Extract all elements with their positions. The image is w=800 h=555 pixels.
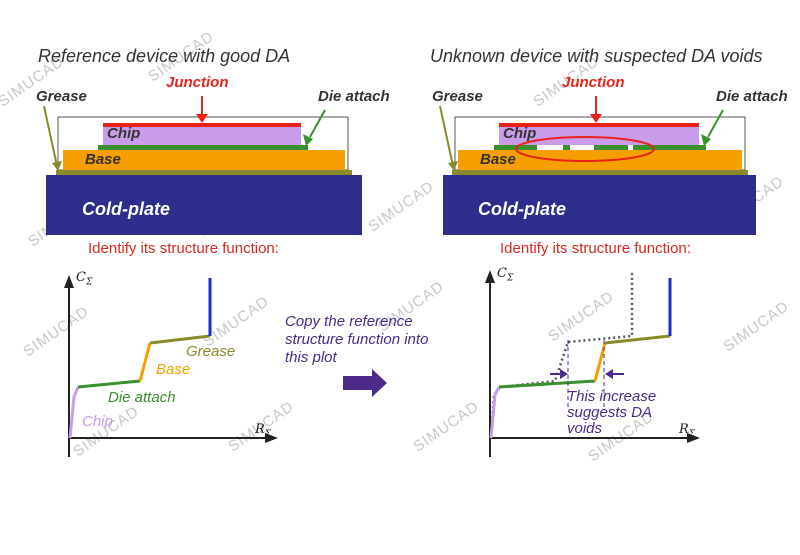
void-highlight-ellipse xyxy=(515,136,655,162)
void xyxy=(628,145,633,150)
junction-label: Junction xyxy=(562,74,625,91)
grease-segment xyxy=(149,334,211,345)
chip-block xyxy=(499,126,699,145)
grease-layer xyxy=(452,170,748,175)
junction-label: Junction xyxy=(166,74,229,91)
left-panel-title: Reference device with good DA xyxy=(38,46,291,66)
die-attach-layer xyxy=(98,145,308,150)
junction-line xyxy=(103,123,301,127)
die-attach-label: Die attach xyxy=(716,88,788,105)
y-axis-label: CΣ xyxy=(76,270,92,288)
grease-label: Grease xyxy=(36,88,87,105)
chip-label: Chip xyxy=(503,125,537,142)
da-voids-annotation: This increase suggests DA voids xyxy=(567,388,657,437)
right-subtitle: Identify its structure function: xyxy=(500,240,691,257)
grease-arrow xyxy=(448,161,458,171)
void xyxy=(537,145,563,150)
grease-arrow xyxy=(52,161,62,171)
chip-block xyxy=(103,126,301,145)
die-attach-label: Die attach xyxy=(318,88,390,105)
junction-line xyxy=(499,123,699,127)
chip-segment xyxy=(68,386,80,439)
x-axis-subscript: Σ xyxy=(264,429,272,440)
base-block xyxy=(63,150,345,170)
curve-label-chip: Chip xyxy=(82,413,113,430)
curve-label-grease: Grease xyxy=(186,343,236,360)
left-subtitle: Identify its structure function: xyxy=(88,240,279,257)
cold-plate-label: Cold-plate xyxy=(82,199,170,219)
die-attach-arrow xyxy=(303,134,313,146)
grease-label: Grease xyxy=(432,88,483,105)
base-label: Base xyxy=(480,151,516,168)
x-axis-symbol: R xyxy=(679,422,689,437)
y-axis-symbol: C xyxy=(76,270,86,285)
curve-label-base: Base xyxy=(156,361,191,378)
base-segment xyxy=(593,342,607,382)
cold-plate xyxy=(443,175,756,235)
curve-label-die-attach: Die attach xyxy=(108,389,176,406)
void xyxy=(570,145,594,150)
x-axis-subscript: Σ xyxy=(688,429,696,440)
y-axis-label: CΣ xyxy=(497,266,513,284)
grease-layer xyxy=(56,170,352,175)
die-attach-segment xyxy=(498,379,596,389)
arrow-right-icon xyxy=(343,369,387,397)
junction-arrow xyxy=(590,114,602,123)
y-axis-subscript: Σ xyxy=(85,277,93,288)
junction-arrow xyxy=(196,114,208,123)
die-attach-layer xyxy=(494,145,706,150)
shift-arrow-left-icon xyxy=(605,369,613,379)
die-attach-segment xyxy=(77,379,141,389)
chip-label: Chip xyxy=(107,125,141,142)
x-axis-label: RΣ xyxy=(679,422,695,440)
grease-segment xyxy=(604,334,671,345)
right-panel-title: Unknown device with suspected DA voids xyxy=(430,46,763,66)
y-axis-subscript: Σ xyxy=(506,273,514,284)
x-axis-label: RΣ xyxy=(255,422,271,440)
x-axis-symbol: R xyxy=(255,422,265,437)
cold-plate xyxy=(46,175,362,235)
y-axis-symbol: C xyxy=(497,266,507,281)
copy-instruction: Copy the reference structure function in… xyxy=(285,313,429,366)
die-attach-arrow xyxy=(701,134,711,146)
cold-plate-label: Cold-plate xyxy=(478,199,566,219)
base-segment xyxy=(138,342,152,382)
base-label: Base xyxy=(85,151,121,168)
shift-arrow-right-icon xyxy=(560,369,568,379)
chip-segment xyxy=(489,386,501,439)
